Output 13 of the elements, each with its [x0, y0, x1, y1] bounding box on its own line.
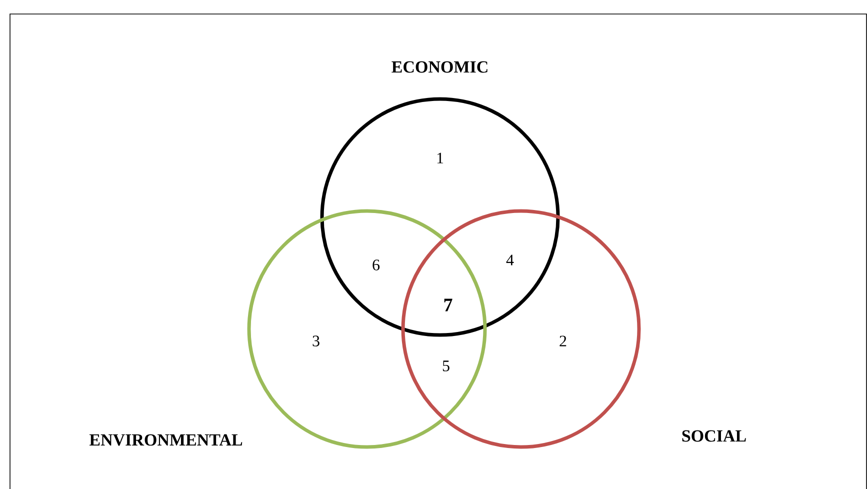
venn-circle — [401, 209, 641, 449]
circle-heading: ENVIRONMENTAL — [90, 434, 242, 446]
region-number: 6 — [372, 260, 380, 270]
region-number: 4 — [506, 254, 514, 266]
region-number: 5 — [442, 360, 450, 372]
venn-circle — [320, 97, 560, 337]
circle-heading: SOCIAL — [682, 430, 746, 442]
region-number: 2 — [560, 336, 566, 346]
region-number: 3 — [312, 336, 320, 346]
region-number: 7 — [444, 298, 452, 312]
region-number: 1 — [437, 152, 444, 164]
circle-heading: ECONOMIC — [392, 61, 488, 73]
venn-circle — [247, 209, 487, 449]
